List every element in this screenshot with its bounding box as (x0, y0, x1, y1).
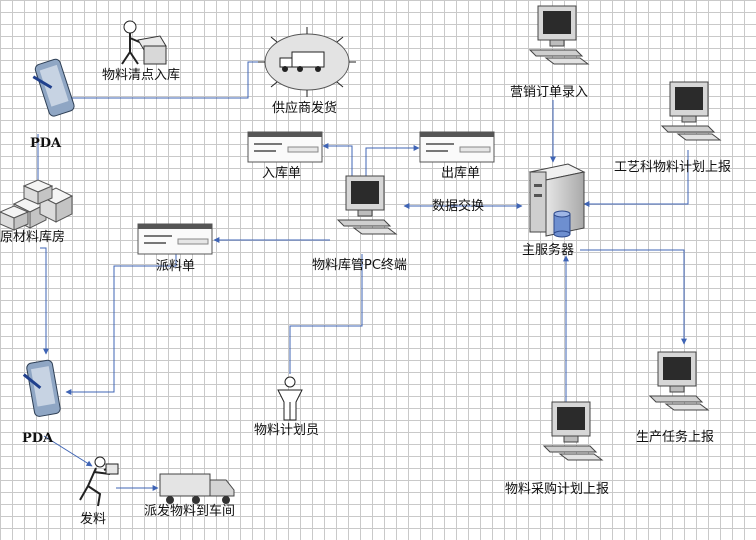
edge-pc-to-inbound (322, 143, 353, 178)
main-server-icon (528, 163, 586, 238)
warehouse-pc-label: 物料库管PC终端 (312, 258, 407, 273)
production-pc-label: 生产任务上报 (636, 430, 715, 445)
issue-worker-icon (79, 456, 119, 507)
purchase-pc-icon (543, 401, 603, 461)
edge-warehouse-to-pda (40, 247, 49, 355)
data-exchange-label: 数据交换 (432, 199, 485, 214)
warehouse-label: 原材料库房 (0, 230, 66, 245)
pda-top-icon (28, 56, 77, 121)
inbound-worker-icon (121, 20, 167, 65)
sales-pc-label: 营销订单录入 (510, 85, 589, 100)
main-server-label: 主服务器 (522, 243, 575, 258)
edge-process-to-server (583, 150, 689, 207)
supplier-node (258, 27, 356, 97)
warehouse-boxes-icon (0, 179, 74, 231)
dispatch-doc-label: 派料单 (156, 259, 196, 274)
edge-dispatch-to-pda (65, 254, 177, 395)
inbound-doc-icon (247, 131, 323, 163)
workshop-truck-icon (159, 473, 235, 504)
edge-supplier-to-pda (65, 61, 262, 101)
sales-pc-icon (529, 5, 589, 65)
truck-label: 派发物料到车间 (144, 504, 236, 519)
edge-pda-to-issue (43, 435, 93, 467)
outbound-doc-icon (419, 131, 495, 163)
pda-bottom-label: PDA (22, 431, 54, 446)
purchase-pc-label: 物料采购计划上报 (505, 482, 610, 497)
inbound-doc-label: 入库单 (262, 166, 302, 181)
planner-label: 物料计划员 (254, 423, 320, 438)
supplier-label: 供应商发货 (272, 101, 338, 116)
truck-icon (279, 51, 325, 72)
warehouse-pc-icon (337, 175, 397, 235)
planner-person-icon (277, 376, 303, 421)
edge-server-to-production (580, 249, 687, 345)
process-pc-label: 工艺科物料计划上报 (614, 160, 732, 175)
edge-planner-to-pc (289, 254, 363, 374)
production-pc-icon (649, 351, 709, 411)
edge-pc-to-outbound (365, 145, 420, 178)
issue-worker-label: 发料 (80, 512, 107, 527)
database-icon (553, 210, 571, 238)
pda-bottom-icon (20, 357, 63, 420)
process-pc-icon (661, 81, 721, 141)
pda-top-label: PDA (30, 136, 62, 151)
inbound-worker-label: 物料清点入库 (102, 68, 181, 83)
outbound-doc-label: 出库单 (441, 166, 481, 181)
dispatch-doc-icon (137, 223, 213, 255)
